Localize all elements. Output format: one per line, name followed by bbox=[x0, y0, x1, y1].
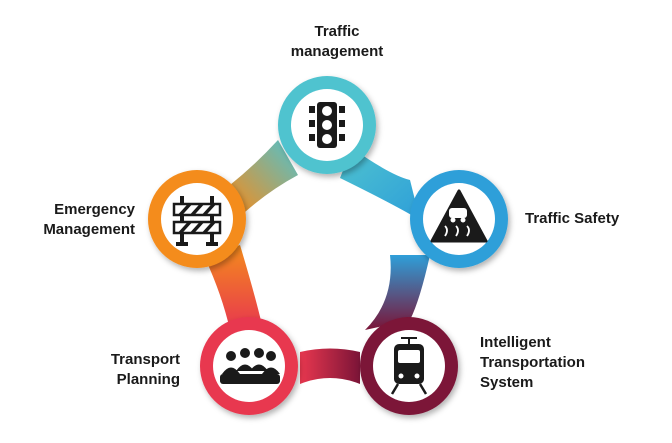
tram-icon bbox=[390, 337, 428, 395]
node-traffic-safety bbox=[410, 170, 508, 268]
meeting-group-icon bbox=[220, 348, 280, 384]
slippery-road-sign-icon bbox=[430, 189, 488, 243]
node-traffic-management bbox=[278, 76, 376, 174]
label-intelligent-transportation-system: Intelligent Transportation System bbox=[480, 334, 586, 391]
connector-maroon-red bbox=[300, 348, 360, 384]
connectors bbox=[205, 140, 430, 384]
road-barrier-icon bbox=[172, 196, 222, 246]
connector-blue-maroon bbox=[365, 255, 430, 330]
label-emergency-management: Emergency Management bbox=[43, 201, 135, 238]
connector-orange-teal bbox=[230, 140, 298, 212]
connector-red-orange bbox=[205, 245, 262, 330]
label-traffic-management: Traffic management bbox=[290, 23, 384, 60]
connector-teal-blue bbox=[340, 148, 420, 220]
traffic-light-icon bbox=[309, 102, 345, 148]
label-transport-planning: Transport Planning bbox=[110, 351, 180, 388]
label-traffic-safety: Traffic Safety bbox=[525, 210, 620, 227]
node-transport-planning bbox=[200, 317, 298, 415]
node-emergency-management bbox=[148, 170, 246, 268]
node-intelligent-transportation-system bbox=[360, 317, 458, 415]
